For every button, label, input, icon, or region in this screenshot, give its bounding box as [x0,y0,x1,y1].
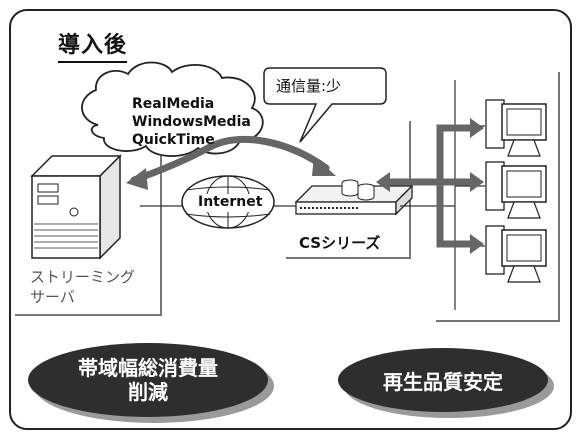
media-format-list: RealMedia WindowsMedia QuickTime [132,95,251,149]
page-title: 導入後 [58,32,128,63]
distribution-arrows [376,118,484,254]
traffic-callout-label: 通信量:少 [276,77,342,95]
benefit-bandwidth-line2: 削減 [128,380,168,404]
internet-globe-icon [181,175,275,229]
streaming-server-label: ストリーミング サーバ [30,268,136,306]
media-format-cloud [81,61,264,157]
internet-label: Internet [198,194,263,210]
media-format-item: RealMedia [132,96,215,112]
client-pc-icon [485,99,547,157]
benefit-bandwidth-line1: 帯域幅総消費量 [78,356,218,380]
benefit-playback-quality: 再生品質安定 [338,348,548,412]
cs-series-label: CSシリーズ [299,234,381,252]
media-format-item: WindowsMedia [132,114,251,130]
client-pc-icon [485,161,547,219]
client-pc-icon [485,225,547,283]
benefit-bandwidth-reduction: 帯域幅総消費量 削減 [28,343,268,417]
streaming-server-icon [30,154,122,260]
traffic-callout [263,67,387,143]
cs-appliance-icon [294,179,414,216]
stream-arrow [130,135,330,184]
media-format-item: QuickTime [132,132,215,148]
